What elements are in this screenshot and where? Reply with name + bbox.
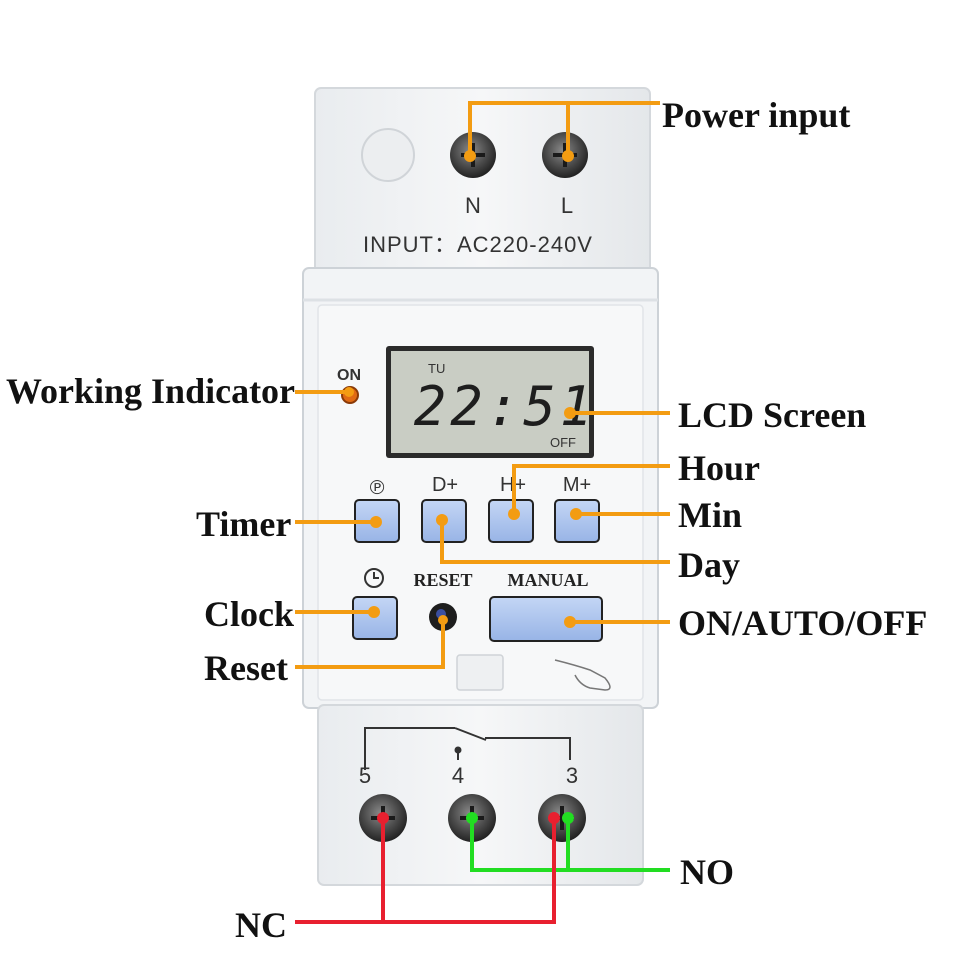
cover-latch bbox=[456, 654, 504, 691]
no-leader bbox=[470, 818, 670, 872]
min-plus-button[interactable] bbox=[554, 499, 600, 543]
relay-switch-symbol bbox=[364, 727, 571, 770]
callout-lcd-screen: LCD Screen bbox=[678, 395, 866, 435]
callout-lines bbox=[295, 101, 670, 669]
timer-program-icon: ℗ bbox=[370, 477, 385, 499]
terminal-label-3: 3 bbox=[566, 763, 578, 788]
callout-min: Min bbox=[678, 495, 742, 535]
callout-nc: NC bbox=[235, 905, 287, 945]
callout-clock: Clock bbox=[204, 594, 294, 634]
reset-leader bbox=[295, 620, 445, 669]
day-leader bbox=[440, 520, 670, 564]
lcd-time: 22:51 bbox=[414, 375, 597, 438]
clock-icon bbox=[364, 568, 384, 588]
callout-on-auto-off: ON/AUTO/OFF bbox=[678, 603, 927, 643]
nc-leader bbox=[295, 818, 556, 924]
input-rating-label: INPUT：AC220-240V bbox=[363, 232, 593, 257]
callout-no: NO bbox=[680, 852, 734, 892]
callout-dots bbox=[344, 150, 582, 628]
hour-plus-button[interactable] bbox=[488, 499, 534, 543]
callout-working-indicator: Working Indicator bbox=[6, 371, 295, 411]
manual-button[interactable] bbox=[489, 596, 603, 642]
terminal-label-5: 5 bbox=[359, 763, 371, 788]
min-plus-label: M+ bbox=[563, 474, 591, 496]
callout-day: Day bbox=[678, 545, 740, 585]
day-plus-label: D+ bbox=[432, 474, 458, 496]
reset-label: RESET bbox=[413, 570, 472, 590]
callout-timer: Timer bbox=[196, 504, 291, 544]
bottom-housing bbox=[317, 704, 644, 886]
callout-reset: Reset bbox=[204, 648, 288, 688]
terminal-label-4: 4 bbox=[452, 763, 464, 788]
on-indicator-label: ON bbox=[337, 367, 361, 384]
lcd-display bbox=[391, 351, 589, 453]
terminal-label-n: N bbox=[465, 193, 481, 218]
hand-icon bbox=[554, 659, 611, 691]
power-input-leader bbox=[468, 101, 660, 156]
lcd-day: TU bbox=[428, 361, 445, 376]
lcd-screen: TU 22:51 OFF bbox=[386, 346, 597, 458]
lcd-status: OFF bbox=[550, 435, 576, 450]
manual-label: MANUAL bbox=[508, 570, 589, 590]
clock-button[interactable] bbox=[352, 596, 398, 640]
hour-leader bbox=[512, 464, 670, 514]
blank-terminal-hole bbox=[361, 128, 415, 182]
terminal-label-l: L bbox=[561, 193, 573, 218]
callout-hour: Hour bbox=[678, 448, 760, 488]
callout-power-input: Power input bbox=[662, 95, 850, 135]
